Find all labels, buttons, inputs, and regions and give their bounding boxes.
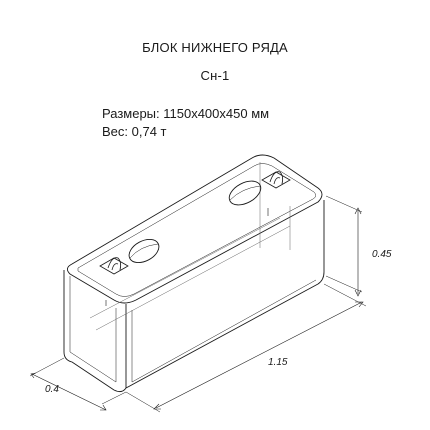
hole-left-inner: [129, 243, 159, 259]
depth-dimension-line: [31, 373, 107, 411]
hidden-mid-line: [89, 217, 281, 319]
length-dimension-line: [155, 301, 363, 409]
lifting-loop-left: [99, 257, 129, 306]
block-top-face: [67, 154, 323, 304]
block-hidden-lines: [89, 162, 291, 331]
spec-weight: Вес: 0,74 т: [102, 124, 167, 139]
hidden-mid-line-2: [95, 225, 291, 331]
dimension-lines: [29, 195, 367, 413]
spec-dimensions: Размеры: 1150х400х450 мм: [102, 106, 270, 121]
hole-right: [228, 180, 262, 206]
block-body: [63, 154, 325, 393]
block-front-face-inner: [131, 279, 317, 383]
hole-right-inner: [229, 185, 261, 201]
block-left-face-inner: [69, 276, 117, 383]
length-label: 1.15: [268, 357, 288, 368]
block-top-rim: [77, 163, 316, 297]
hole-left: [128, 238, 160, 264]
block-front-face: [125, 200, 325, 389]
height-label: 0.45: [372, 249, 392, 260]
lifting-loop-right: [261, 171, 291, 216]
block-code: Сн-1: [200, 68, 230, 83]
depth-label: 0.4: [45, 384, 59, 395]
top-holes: [128, 180, 262, 264]
block-left-face: [63, 270, 127, 393]
block-title: БЛОК НИЖНЕГО РЯДА: [142, 40, 288, 55]
